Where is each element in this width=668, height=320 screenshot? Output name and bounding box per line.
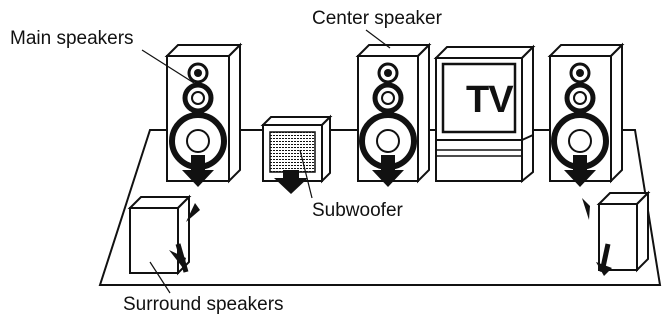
tv-screen-text: TV	[466, 79, 514, 121]
subwoofer-label: Subwoofer	[312, 200, 403, 221]
main-speakers-leader	[141, 49, 195, 84]
tv-set	[433, 44, 536, 184]
left-surround-speaker	[127, 194, 200, 276]
right-main-arrow	[564, 155, 596, 187]
center-arrow	[372, 155, 404, 187]
surround-speakers-label: Surround speakers	[123, 294, 284, 315]
main-speakers-label: Main speakers	[10, 28, 134, 49]
left-main-speaker	[164, 42, 243, 184]
subwoofer-arrow	[274, 170, 308, 194]
center-speaker-label: Center speaker	[312, 8, 442, 29]
left-main-arrow	[182, 155, 214, 187]
center-speaker	[355, 42, 432, 184]
surround-speakers-leader	[149, 261, 171, 294]
subwoofer-leader	[299, 149, 313, 199]
right-surround-speaker	[582, 190, 651, 276]
center-speaker-leader	[365, 29, 391, 49]
subwoofer	[260, 114, 333, 184]
